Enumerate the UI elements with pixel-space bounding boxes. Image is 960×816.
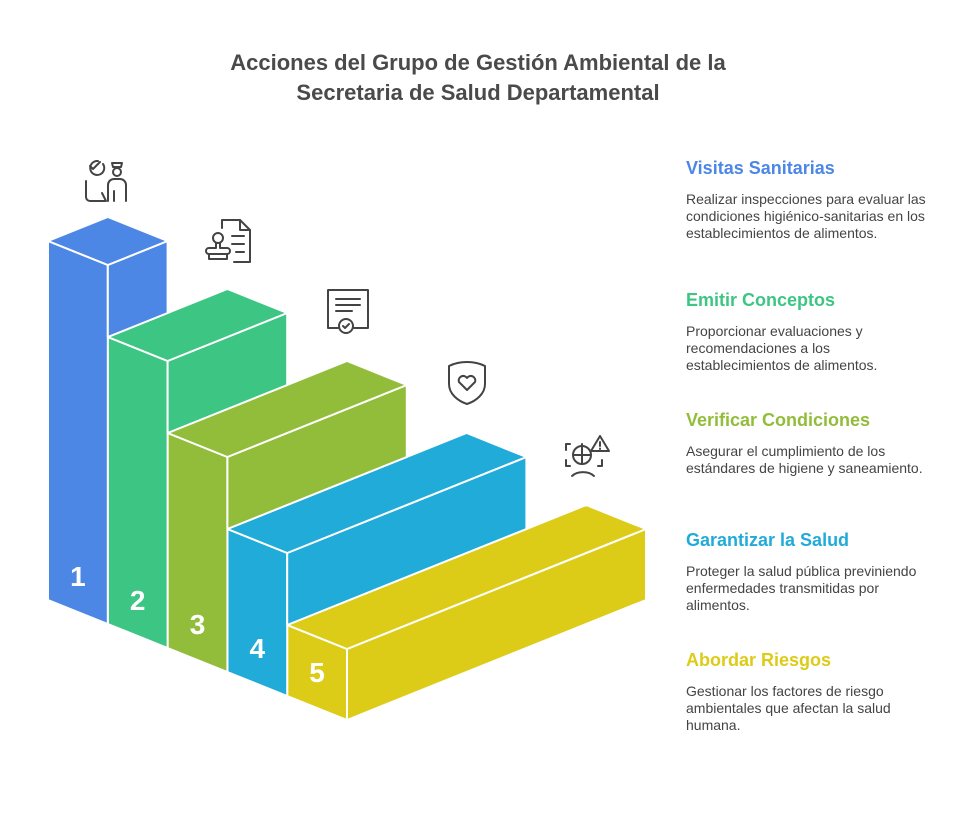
step-4-block — [226, 432, 528, 697]
inspector-checklist-icon — [80, 155, 134, 209]
step-2-heading: Emitir Conceptos — [686, 290, 836, 310]
step-1-block — [47, 216, 169, 625]
title-line-1: Acciones del Grupo de Gestión Ambiental … — [230, 50, 726, 75]
step-1-number: 1 — [70, 561, 86, 592]
step-2-block — [106, 288, 289, 649]
diagram-title: Acciones del Grupo de Gestión Ambiental … — [0, 48, 956, 108]
title-line-2: Secretaria de Salud Departamental — [296, 80, 660, 105]
risk-scan-icon — [560, 430, 614, 484]
step-3-description: Asegurar el cumplimiento de los estándar… — [686, 443, 923, 476]
staircase-diagram: 1 2 3 4 5 — [47, 216, 647, 721]
step-2-description: Proporcionar evaluaciones y recomendacio… — [686, 323, 878, 373]
step-5-description-block: Abordar Riesgos Gestionar los factores d… — [686, 649, 926, 734]
step-1-heading: Visitas Sanitarias — [686, 158, 835, 178]
step-2-description-block: Emitir Conceptos Proporcionar evaluacion… — [686, 289, 926, 374]
step-4-number: 4 — [250, 633, 266, 664]
step-4-description-block: Garantizar la Salud Proteger la salud pú… — [686, 529, 926, 614]
step-1-top-face — [47, 216, 169, 266]
step-4-description: Proteger la salud pública previniendo en… — [686, 563, 917, 613]
step-4-left-face — [226, 528, 289, 697]
step-1-description: Realizar inspecciones para evaluar las c… — [686, 191, 926, 241]
stamp-document-icon — [202, 214, 256, 268]
step-5-number: 5 — [309, 657, 325, 688]
step-4-heading: Garantizar la Salud — [686, 530, 850, 550]
step-2-number: 2 — [130, 585, 146, 616]
shield-heart-icon — [440, 356, 494, 410]
step-3-number: 3 — [190, 609, 206, 640]
step-3-description-block: Verificar Condiciones Asegurar el cumpli… — [686, 409, 926, 477]
step-5-description: Gestionar los factores de riesgo ambient… — [686, 683, 891, 733]
step-3-heading: Verificar Condiciones — [686, 410, 871, 430]
step-2-top-face — [106, 288, 289, 362]
step-5-heading: Abordar Riesgos — [686, 650, 832, 670]
certificate-icon — [320, 284, 374, 338]
step-1-description-block: Visitas Sanitarias Realizar inspecciones… — [686, 157, 926, 242]
